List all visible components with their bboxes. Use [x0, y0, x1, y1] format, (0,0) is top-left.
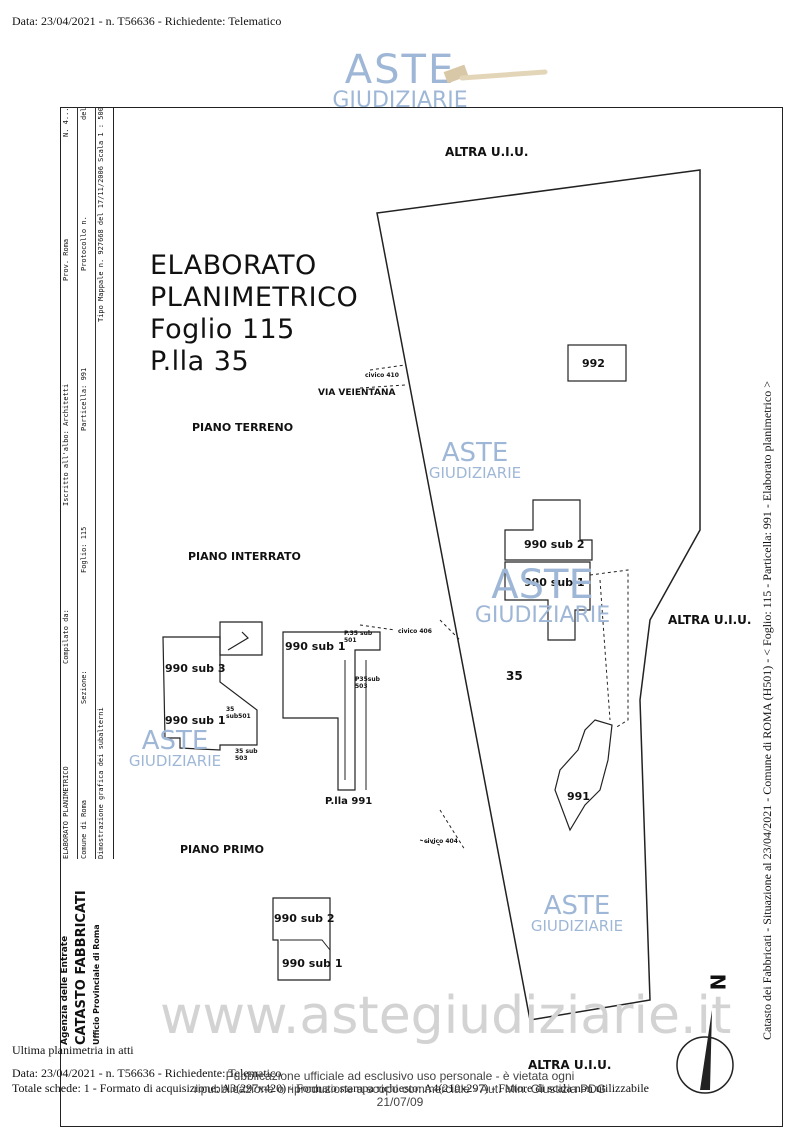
plla-991: P.lla 991 — [325, 796, 373, 807]
piano-interrato: PIANO INTERRATO — [188, 550, 301, 563]
label-990-sub1: 990 sub 1 — [524, 576, 585, 589]
altra-uiu-top: ALTRA U.I.U. — [445, 145, 529, 159]
mid-p35sub501: P.35 sub 501 — [344, 630, 373, 644]
watermark-aste: ASTE — [344, 47, 456, 93]
interrato-35sub503: 35 sub 503 — [235, 748, 258, 762]
altra-uiu-bottom: ALTRA U.I.U. — [528, 1058, 612, 1072]
building-991 — [554, 719, 613, 832]
label-991: 991 — [567, 790, 590, 803]
cartiglio-divider — [95, 107, 96, 859]
primo-sub1: 990 sub 1 — [282, 957, 343, 970]
header-line: Data: 23/04/2021 - n. T56636 - Richieden… — [12, 14, 282, 28]
watermark-logo: ASTE GIUDIZIARIE — [530, 891, 624, 935]
north-arrow-circle — [676, 1036, 734, 1094]
interrato-35sub501: 35 sub501 — [226, 706, 251, 720]
watermark-site: www.astegiudiziarie.it — [160, 986, 732, 1046]
piano-terreno: PIANO TERRENO — [192, 421, 294, 434]
watermark-logo-top: ASTE GIUDIZIARIE — [300, 50, 500, 112]
drive-dashed — [589, 569, 629, 729]
civico-406: civico 406 — [398, 628, 432, 635]
title: ELABORATO PLANIMETRICO Foglio 115 P.lla … — [150, 250, 359, 377]
watermark-logo: ASTE GIUDIZIARIE — [474, 562, 611, 628]
footer-line-1: Ultima planimetria in atti — [12, 1043, 134, 1057]
cartiglio — [60, 107, 114, 859]
interrato-991 — [282, 631, 381, 791]
piano-primo: PIANO PRIMO — [180, 843, 264, 856]
primo-990 — [272, 897, 331, 981]
interrato-990 — [162, 636, 258, 751]
label-992: 992 — [582, 357, 605, 370]
cartiglio-divider — [77, 107, 78, 859]
box-992 — [567, 344, 627, 382]
mid-sub1: 990 sub 1 — [285, 640, 346, 653]
label-35: 35 — [506, 669, 523, 683]
altra-uiu-right: ALTRA U.I.U. — [668, 613, 752, 627]
footer-line-3: Totale schede: 1 - Formato di acquisizio… — [12, 1081, 650, 1095]
building-990-sub2 — [504, 499, 593, 561]
interrato-sub3: 990 sub 3 — [165, 662, 226, 675]
footer-line-2: Data: 23/04/2021 - n. T56636 - Richieden… — [12, 1066, 282, 1080]
publication-notice: Pubblicazione ufficiale ad esclusivo uso… — [193, 1069, 607, 1109]
civico-410: civico 410 — [365, 372, 399, 379]
right-margin-text: Catasto dei Fabbricati - Situazione al 2… — [760, 381, 774, 1040]
mid-p35sub503: P35sub 503 — [355, 676, 380, 690]
via-label: VIA VEIENTANA — [318, 388, 396, 398]
label-990-sub2: 990 sub 2 — [524, 538, 585, 551]
gavel-icon — [443, 64, 548, 84]
watermark-logo: ASTE GIUDIZIARIE — [128, 726, 222, 770]
drawing-frame — [60, 107, 783, 1127]
watermark-logo: ASTE GIUDIZIARIE — [428, 438, 522, 482]
north-arrow-icon — [700, 1010, 712, 1090]
interrato-sub1: 990 sub 1 — [165, 714, 226, 727]
lot-outline — [376, 169, 701, 1021]
civico-404: civico 404 — [424, 838, 458, 845]
building-990-sub1 — [504, 561, 591, 641]
watermark-giudiziarie: GIUDIZIARIE — [332, 88, 468, 113]
primo-sub2: 990 sub 2 — [274, 912, 335, 925]
